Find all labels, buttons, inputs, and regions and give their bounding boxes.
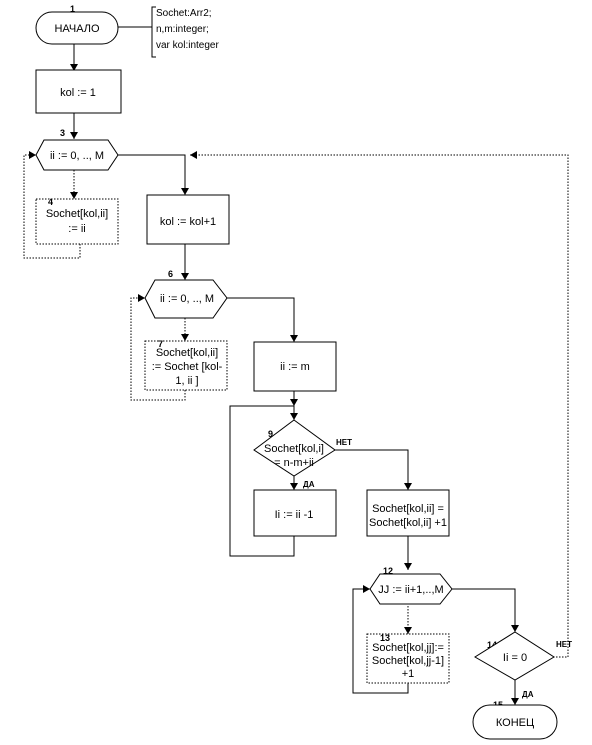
note-line: n,m:integer; <box>156 24 209 35</box>
block-text: ii := m <box>280 361 310 373</box>
block-text: ii := 0, .., M <box>160 293 214 305</box>
block-6-loop: 6 ii := 0, .., M <box>144 269 228 319</box>
arrowhead <box>70 64 78 71</box>
branch-label-yes: ДА <box>522 690 534 699</box>
block-14-decision: 14 Ii = 0 НЕТ ДА <box>474 631 572 699</box>
block-text: Sochet[kol,ii] <box>46 208 108 220</box>
arrowhead <box>290 335 298 342</box>
arrowhead <box>29 151 36 159</box>
block-text: Sochet[kol,jj]:= <box>372 642 444 654</box>
arrowhead <box>70 132 78 139</box>
branch-label-no: НЕТ <box>336 438 352 447</box>
block-1-start: 1 НАЧАЛО <box>35 4 119 45</box>
block-number: 12 <box>383 566 393 576</box>
block-number: 14 <box>487 640 497 650</box>
block-13-process: 13 Sochet[kol,jj]:= Sochet[kol,jj-1] +1 <box>366 633 450 684</box>
block-text: Sochet[kol,ii] = <box>372 503 444 515</box>
branch-label-yes: ДА <box>303 480 315 489</box>
block-number: 4 <box>48 197 53 207</box>
block-text: = n-m+ii <box>274 457 314 469</box>
arrowhead <box>404 563 412 570</box>
block-number: 7 <box>158 339 163 349</box>
arrowhead <box>190 151 197 159</box>
block-text: := Sochet [kol- <box>152 361 223 373</box>
arrowhead <box>511 625 519 632</box>
block-text: НАЧАЛО <box>54 23 100 35</box>
arrowhead <box>404 483 412 490</box>
note-line: Sochet:Arr2; <box>156 8 212 19</box>
block-11-process: 11 Sochet[kol,ii] = Sochet[kol,ii] +1 <box>366 488 450 537</box>
block-text: Ii := ii -1 <box>275 509 314 521</box>
branch-label-no: НЕТ <box>556 640 572 649</box>
block-3-loop: 3 ii := 0, .., M <box>35 128 119 171</box>
arrowhead <box>290 399 298 406</box>
block-8-process: 8 ii := m <box>253 341 337 392</box>
block-number: 3 <box>60 128 65 138</box>
block-7-process: 7 Sochet[kol,ii] := Sochet [kol- 1, ii ] <box>144 339 228 391</box>
block-2-process: 2 kol := 1 <box>35 68 122 114</box>
block-text: Sochet[kol,ii] <box>156 347 218 359</box>
block-text: 1, ii ] <box>175 375 198 387</box>
block-text: kol := kol+1 <box>160 216 216 228</box>
arrowhead <box>138 294 145 302</box>
block-text: Sochet[kol,jj-1] <box>372 655 444 667</box>
block-4-process: 4 Sochet[kol,ii] := ii <box>35 197 119 245</box>
block-number: 9 <box>268 429 273 439</box>
block-5-process: 5 kol := kol+1 <box>146 194 230 245</box>
block-text: := ii <box>68 223 85 235</box>
block-text: КОНЕЦ <box>496 717 534 729</box>
block-10-process: 10 Ii := ii -1 <box>253 488 337 537</box>
arrowhead <box>290 483 298 490</box>
block-text: ii := 0, .., M <box>50 150 104 162</box>
block-text: Sochet[kol,ii] +1 <box>369 517 447 529</box>
note-line: var kol:integer <box>156 40 219 51</box>
block-text: kol := 1 <box>60 87 96 99</box>
block-12-loop: 12 JJ := ii+1,..,M <box>369 566 453 605</box>
block-number: 6 <box>168 269 173 279</box>
arrowhead <box>363 585 370 593</box>
block-15-end: 15 КОНЕЦ <box>472 700 558 740</box>
arrowhead <box>290 413 298 420</box>
arrowhead <box>181 273 189 280</box>
block-text: Ii = 0 <box>503 652 527 664</box>
arrowhead <box>181 188 189 195</box>
arrowhead <box>404 627 412 634</box>
arrowhead <box>70 192 78 199</box>
block-text: +1 <box>402 668 415 680</box>
block-text: Sochet[kol,i] <box>264 443 324 455</box>
declarations-note: Sochet:Arr2; n,m:integer; var kol:intege… <box>151 6 219 58</box>
arrowhead <box>181 334 189 341</box>
block-9-decision: 9 Sochet[kol,i] = n-m+ii НЕТ ДА <box>253 419 352 489</box>
block-number: 1 <box>70 4 75 14</box>
arrowhead <box>511 698 519 705</box>
arrowheads <box>29 64 519 705</box>
block-text: JJ := ii+1,..,M <box>378 584 443 596</box>
block-number: 13 <box>380 633 390 643</box>
